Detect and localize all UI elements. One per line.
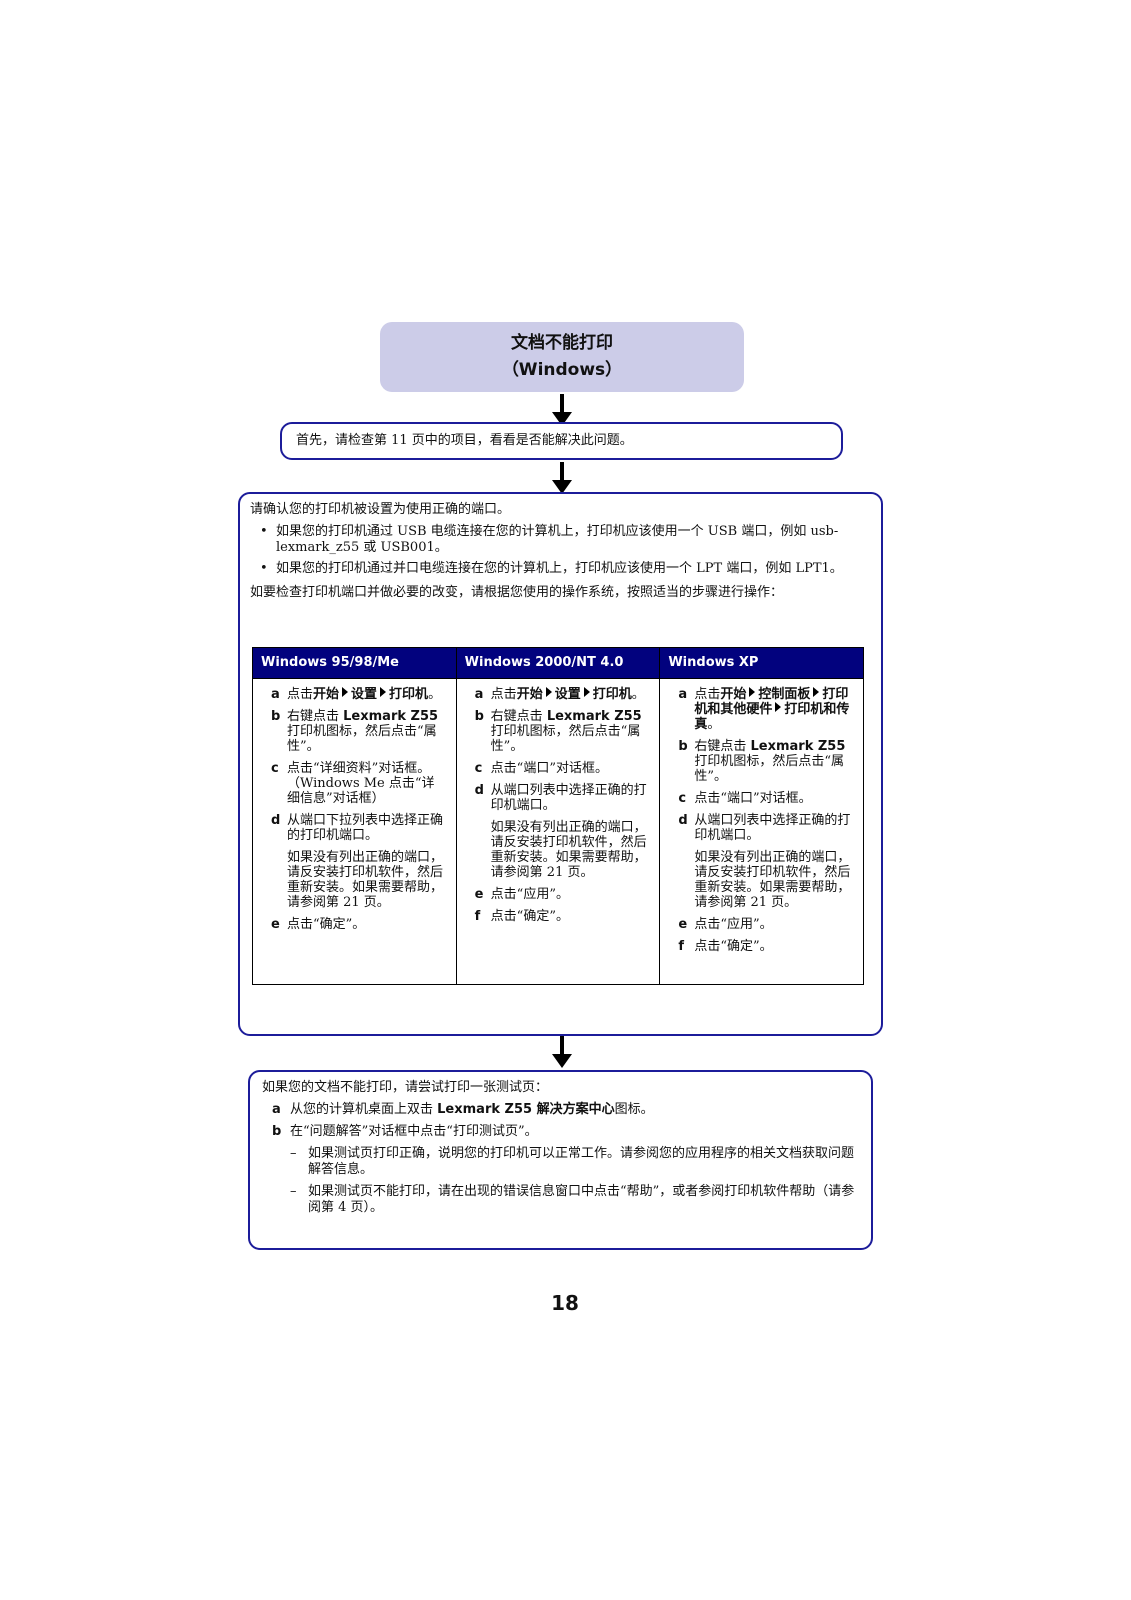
triangle-right-icon [749,687,756,697]
down-arrow-icon [552,462,572,496]
first-check-box: 首先，请检查第 11 页中的项目，看看是否能解决此问题。 [280,422,843,460]
triangle-right-icon [813,687,820,697]
step-note: 如果没有列出正确的端口，请反安装打印机软件，然后重新安装。如果需要帮助，请参阅第… [287,850,444,910]
triangle-right-icon [342,687,349,697]
port-intro: 请确认您的打印机被设置为使用正确的端口。 [250,502,511,517]
test-intro: 如果您的文档不能打印，请尝试打印一张测试页： [262,1080,549,1095]
port-check-box: 请确认您的打印机被设置为使用正确的端口。 •如果您的打印机通过 USB 电缆连接… [238,492,883,1036]
step-note: 如果没有列出正确的端口，请反安装打印机软件，然后重新安装。如果需要帮助，请参阅第… [694,850,851,910]
list-item: •如果您的打印机通过并口电缆连接在您的计算机上，打印机应该使用一个 LPT 端口… [260,561,843,576]
page-title: 文档不能打印 （Windows） [380,322,744,392]
triangle-right-icon [545,687,552,697]
triangle-right-icon [775,702,782,712]
step-note: 如果没有列出正确的端口，请反安装打印机软件，然后重新安装。如果需要帮助，请参阅第… [490,820,647,880]
down-arrow-icon [552,1036,572,1070]
column-header: Windows XP [660,648,864,679]
triangle-right-icon [380,687,387,697]
list-item: –如果测试页打印正确，说明您的打印机可以正常工作。请参阅您的应用程序的相关文档获… [290,1146,855,1177]
port-instructions: 如要检查打印机端口并做必要的改变，请根据您使用的操作系统，按照适当的步骤进行操作… [250,585,784,600]
column-header: Windows 2000/NT 4.0 [456,648,660,679]
port-bullets: •如果您的打印机通过 USB 电缆连接在您的计算机上，打印机应该使用一个 USB… [250,524,871,577]
title-line-1: 文档不能打印 [511,333,613,353]
list-item: –如果测试页不能打印，请在出现的错误信息窗口中点击“帮助”，或者参阅打印机软件帮… [290,1184,855,1215]
first-check-text: 首先，请检查第 11 页中的项目，看看是否能解决此问题。 [296,433,633,448]
title-line-2: （Windows） [501,360,623,380]
list-item: •如果您的打印机通过 USB 电缆连接在您的计算机上，打印机应该使用一个 USB… [260,524,839,555]
column-header: Windows 95/98/Me [253,648,456,679]
page-number: 18 [551,1291,579,1315]
triangle-right-icon [583,687,590,697]
